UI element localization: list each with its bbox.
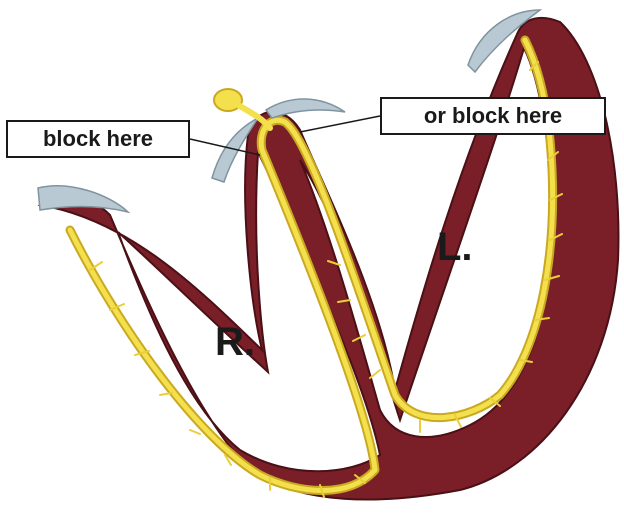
callout-block-here: block here — [6, 120, 190, 158]
leader-line-right — [300, 116, 380, 132]
left-ventricle-label: L. — [437, 227, 473, 267]
av-node — [214, 89, 270, 128]
heart-muscle — [40, 18, 618, 500]
aortic-leaflet — [266, 99, 345, 118]
callout-or-block-here: or block here — [380, 97, 606, 135]
right-ventricle-label: R. — [215, 322, 255, 362]
